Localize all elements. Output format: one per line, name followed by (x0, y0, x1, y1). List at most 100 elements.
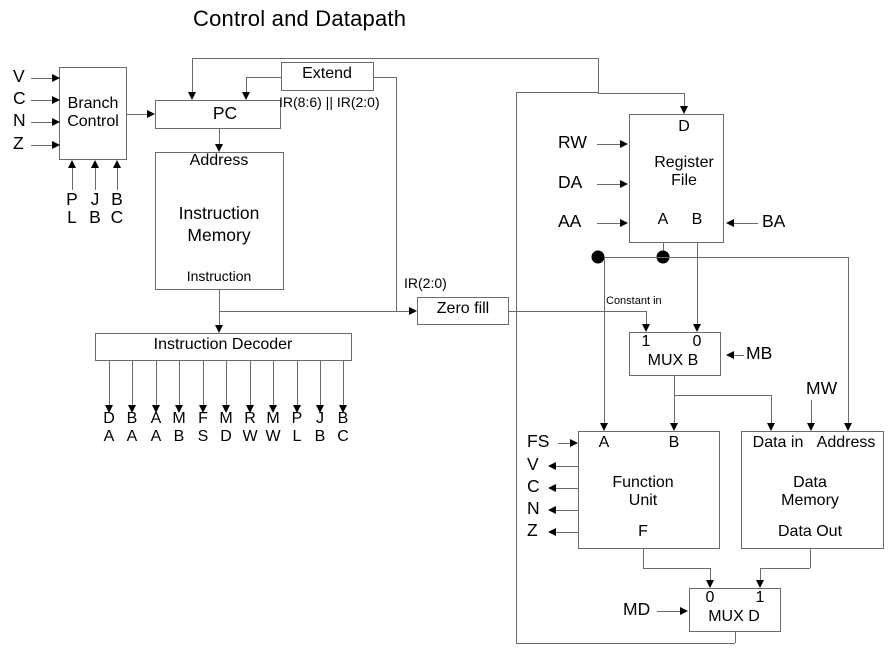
register-file-port-d-label: D (678, 118, 690, 135)
mux-d-label: MUX D (708, 608, 760, 625)
flag-input-v-wire (31, 78, 53, 79)
signal-ba-wire (733, 223, 758, 224)
decoder-output-wire-ba (132, 361, 133, 405)
function-unit-flag-v-arrow (548, 462, 556, 470)
constant-in-label: Constant in (606, 295, 662, 307)
function-unit-flag-n-wire (551, 510, 578, 511)
signal-aa-label: AA (558, 211, 582, 231)
decoder-output-label-ba-bottom: A (126, 428, 138, 445)
zero-fill-label: Zero fill (436, 300, 490, 317)
constant-in-vertical-wire (646, 311, 647, 324)
decoder-output-wire-da (109, 361, 110, 405)
register-a-bus-horizontal-wire (598, 257, 848, 258)
mux-d-block (689, 588, 781, 632)
register-file-label-line1: Register (654, 154, 714, 171)
signal-ba-arrow (726, 219, 734, 227)
decoder-output-label-pl-bottom: L (292, 428, 302, 445)
decoder-output-label-fs-top: F (198, 410, 208, 427)
register-a-to-data-memory-address-wire (848, 257, 849, 423)
signal-mw-wire (811, 400, 812, 423)
mux-b-select-1-label: 1 (641, 333, 651, 350)
branch-control-to-pc-wire (127, 114, 148, 115)
data-memory-port-datain-label: Data in (752, 434, 804, 451)
extend-label: Extend (302, 65, 352, 82)
mux-d-feedback-top-wire (516, 92, 598, 93)
decoder-output-wire-jb (320, 361, 321, 405)
decoder-output-label-mb-bottom: B (173, 428, 185, 445)
instruction-memory-label-line2: Memory (187, 225, 251, 245)
extend-input-vertical-wire (396, 77, 397, 311)
data-memory-label-line2: Memory (781, 492, 839, 509)
pc-feedback-arrow (188, 92, 196, 100)
branch-control-input-jb-label-bottom: B (89, 207, 101, 227)
pc-block (155, 100, 281, 129)
decoder-output-label-aa-top: A (150, 410, 162, 427)
pc-feedback-vertical-wire (192, 58, 193, 92)
register-file-d-input-wire (598, 93, 684, 94)
ir-concat-bus-label: IR(8:6) || IR(2:0) (279, 94, 380, 110)
decoder-output-label-jb-top: J (316, 410, 324, 427)
signal-fs-wire (558, 443, 571, 444)
extend-input-top-wire (374, 77, 396, 78)
signal-mb-arrow (726, 351, 734, 359)
mux-d-select-0-label: 0 (705, 589, 715, 606)
data-memory-block (741, 431, 884, 549)
instruction-bus-to-zerofill-arrow (409, 307, 417, 315)
decoder-output-label-fs-bottom: S (197, 428, 209, 445)
flag-input-c-label: C (13, 88, 26, 108)
data-memory-output-horizontal-wire (760, 568, 810, 569)
decoder-output-arrow-ba (128, 405, 136, 413)
signal-da-label: DA (558, 172, 583, 192)
mux-b-to-data-memory-arrow (767, 423, 775, 431)
data-memory-to-mux-d-arrow (756, 580, 764, 588)
branch-control-input-pl-label-bottom: L (67, 207, 77, 227)
signal-mw-arrow (807, 423, 815, 431)
register-file-port-b-label: B (691, 211, 703, 228)
signal-md-label: MD (623, 599, 651, 619)
register-a-output-wire (663, 243, 664, 257)
data-memory-port-address-label: Address (816, 434, 876, 451)
decoder-output-arrow-aa (152, 405, 160, 413)
register-a-bus-left-junction-dot (591, 250, 605, 264)
signal-rw-wire (597, 144, 621, 145)
mux-b-to-data-memory-wire (771, 395, 772, 423)
function-unit-flag-z-arrow (548, 528, 556, 536)
decoder-output-label-da-bottom: A (103, 428, 115, 445)
function-unit-flag-z-wire (551, 532, 578, 533)
function-unit-flag-c-arrow (548, 484, 556, 492)
decoder-output-label-mw-bottom: W (265, 428, 281, 445)
decoder-output-wire-rw (250, 361, 251, 405)
constant-in-arrow (642, 324, 650, 332)
flag-input-z-label: Z (13, 133, 24, 153)
decoder-output-label-md-bottom: D (220, 428, 232, 445)
signal-md-wire (657, 611, 681, 612)
branch-control-input-bc-wire (117, 168, 118, 190)
signal-rw-arrow (620, 140, 628, 148)
data-memory-to-mux-d-wire (760, 568, 761, 580)
branch-control-input-bc-arrow (113, 160, 121, 168)
ir-2-0-bus-label: IR(2:0) (404, 275, 447, 291)
decoder-output-arrow-mw (269, 405, 277, 413)
branch-control-input-pl-arrow (68, 160, 76, 168)
branch-control-input-pl-wire (72, 168, 73, 190)
pc-feedback-horizontal-wire (192, 58, 598, 59)
instruction-memory-output-port-label: Instruction (186, 268, 252, 284)
signal-md-arrow (680, 607, 688, 615)
flag-input-n-wire (31, 122, 53, 123)
decoder-output-wire-bc (343, 361, 344, 405)
decoder-output-label-rw-bottom: W (242, 428, 258, 445)
mux-d-feedback-horizontal-wire (516, 643, 735, 644)
register-file-port-a-label: A (657, 211, 669, 228)
decoder-output-wire-mw (273, 361, 274, 405)
register-a-to-function-unit-wire (604, 257, 605, 423)
function-unit-label-line2: Unit (628, 492, 658, 509)
function-unit-flag-n-label: N (527, 498, 540, 518)
mux-b-label: MUX B (647, 352, 699, 369)
signal-aa-arrow (620, 219, 628, 227)
branch-control-input-bc-label-bottom: C (110, 207, 124, 227)
register-b-output-arrow (693, 324, 701, 332)
function-unit-block (578, 431, 720, 549)
zero-fill-output-wire (509, 311, 646, 312)
flag-input-v-label: V (13, 66, 25, 86)
